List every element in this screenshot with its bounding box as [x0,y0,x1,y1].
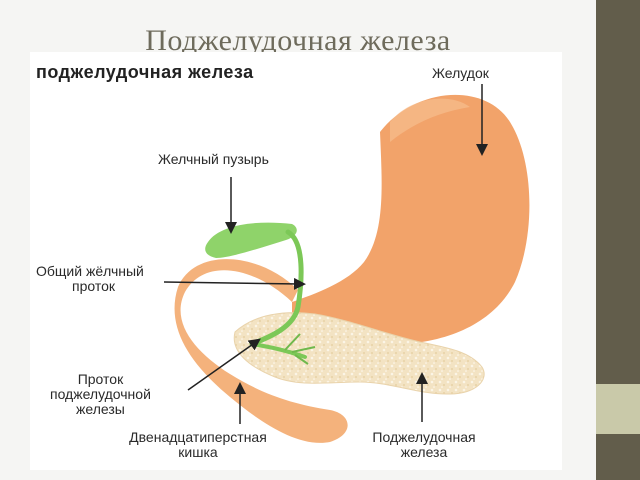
label-pancreatic-duct-line2: поджелудочной [50,386,151,402]
label-pancreas-line1: Поджелудочная [372,429,476,445]
duodenum-shape [174,259,348,443]
label-pancreas: Поджелудочная железа [360,430,488,460]
label-common-bile-duct: Общий жёлчный проток [36,264,144,294]
sidebar-dark-top [596,0,640,384]
label-pancreas-line2: железа [400,444,448,460]
common-bile-duct [249,229,304,347]
anatomy-illustration [163,84,530,443]
label-gallbladder: Желчный пузырь [158,151,269,167]
label-duodenum-line2: кишка [178,444,218,460]
label-stomach: Желудок [432,65,489,81]
label-pancreatic-duct-line1: Проток [77,371,124,387]
label-pancreatic-duct: Проток поджелудочной железы [50,372,151,417]
slide-title: Поджелудочная железа [145,24,451,57]
label-common-bile-duct-line2: проток [72,278,116,294]
pancreatic-duct-arrow [187,338,261,391]
label-duodenum-line1: Двенадцатиперстная [129,429,267,445]
sidebar-light-block [596,384,640,434]
gallbladder-shape [205,222,297,258]
bile-duct-arrow [163,277,306,290]
label-pancreatic-duct-line3: железы [76,401,125,417]
figure-heading: поджелудочная железа [36,62,254,82]
anatomy-figure: поджелудочная железа Желудок Желчный пуз… [30,52,562,470]
label-common-bile-duct-line1: Общий жёлчный [36,263,144,279]
label-duodenum: Двенадцатиперстная кишка [98,430,298,460]
sidebar-dark-bottom [596,434,640,480]
stomach-shape [292,94,530,345]
